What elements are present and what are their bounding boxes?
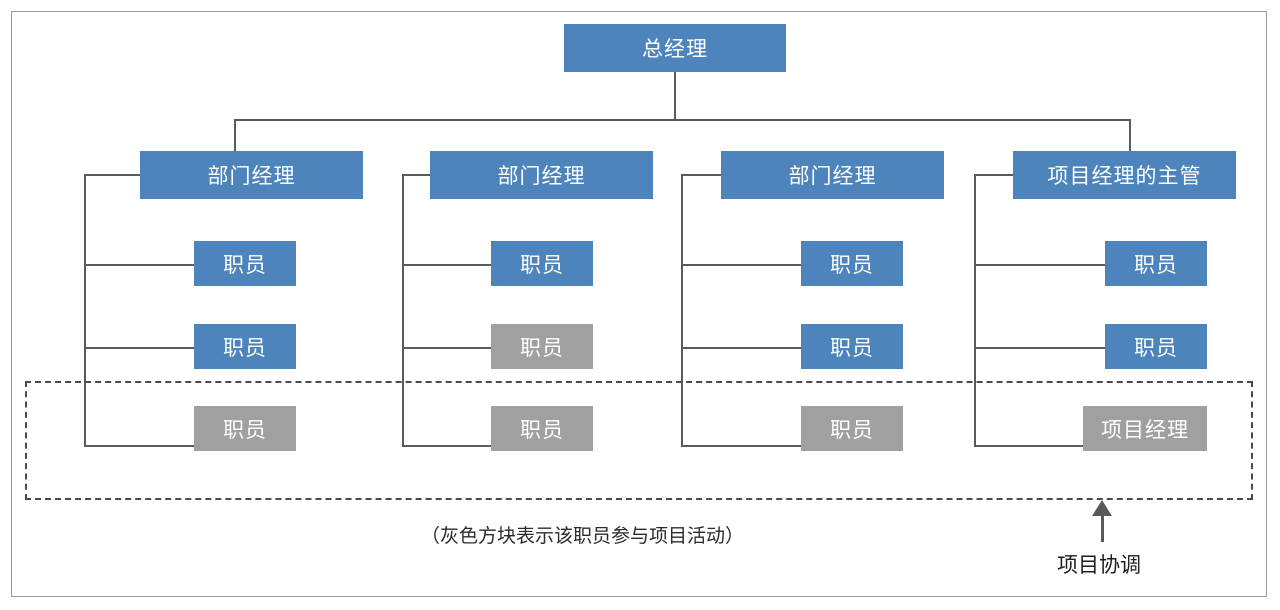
connector-top-drop — [674, 72, 676, 119]
connector-branch-col2-report3 — [402, 445, 492, 447]
node-label: 职员 — [830, 418, 874, 442]
node-col2-report-1[interactable]: 职员 — [491, 241, 593, 286]
connector-branch-col2-report2 — [402, 347, 492, 349]
project-coordination-label: 项目协调 — [1057, 554, 1141, 577]
node-label: 职员 — [223, 336, 267, 360]
connector-bus-drop-col1 — [234, 119, 236, 175]
connector-spine-col3 — [681, 174, 683, 446]
node-col2-report-3[interactable]: 职员 — [491, 406, 593, 451]
connector-branch-col1-report2 — [84, 347, 196, 349]
node-label: 职员 — [1134, 336, 1178, 360]
node-col1-report-3[interactable]: 职员 — [194, 406, 296, 451]
node-col3-report-1[interactable]: 职员 — [801, 241, 903, 286]
connector-branch-col3-report2 — [681, 347, 803, 349]
node-col3-head[interactable]: 部门经理 — [721, 151, 944, 199]
node-col1-report-2[interactable]: 职员 — [194, 324, 296, 369]
node-col2-report-2[interactable]: 职员 — [491, 324, 593, 369]
node-label: 职员 — [520, 418, 564, 442]
node-label: 职员 — [830, 336, 874, 360]
diagram-frame — [11, 11, 1267, 597]
legend-caption: （灰色方块表示该职员参与项目活动） — [421, 526, 745, 547]
connector-spine-col4 — [974, 174, 976, 446]
node-col1-report-1[interactable]: 职员 — [194, 241, 296, 286]
node-label: 职员 — [830, 253, 874, 277]
connector-branch-col1-report3 — [84, 445, 196, 447]
up-arrow-icon — [1092, 500, 1112, 516]
node-col1-head[interactable]: 部门经理 — [140, 151, 363, 199]
connector-branch-col4-report3 — [974, 445, 1106, 447]
node-label: 部门经理 — [788, 165, 877, 188]
connector-branch-col1-report1 — [84, 264, 196, 266]
node-general-manager[interactable]: 总经理 — [564, 24, 786, 72]
connector-branch-col2-head — [402, 174, 434, 176]
connector-branch-col4-report2 — [974, 347, 1106, 349]
connector-branch-col4-report1 — [974, 264, 1106, 266]
connector-bus-drop-col4 — [1129, 119, 1131, 175]
node-label: 总经理 — [642, 38, 708, 61]
connector-branch-col1-head — [84, 174, 146, 176]
node-col4-head[interactable]: 项目经理的主管 — [1013, 151, 1236, 199]
connector-branch-col3-head — [681, 174, 725, 176]
node-col3-report-3[interactable]: 职员 — [801, 406, 903, 451]
node-col4-report-2[interactable]: 职员 — [1105, 324, 1207, 369]
connector-spine-col2 — [402, 174, 404, 446]
node-col4-report-1[interactable]: 职员 — [1105, 241, 1207, 286]
project-coordination-arrow-shaft — [1101, 515, 1104, 542]
node-label: 职员 — [520, 336, 564, 360]
node-label: 职员 — [520, 253, 564, 277]
connector-manager-bus — [234, 119, 1131, 121]
connector-spine-col1 — [84, 174, 86, 446]
connector-branch-col4-head — [974, 174, 1016, 176]
node-label: 职员 — [1134, 253, 1178, 277]
project-team-group-region — [25, 381, 1253, 500]
node-col4-report-3[interactable]: 项目经理 — [1083, 406, 1207, 451]
connector-branch-col3-report3 — [681, 445, 803, 447]
node-col2-head[interactable]: 部门经理 — [430, 151, 653, 199]
node-label: 职员 — [223, 253, 267, 277]
node-label: 职员 — [223, 418, 267, 442]
node-label: 项目经理 — [1101, 418, 1189, 442]
node-col3-report-2[interactable]: 职员 — [801, 324, 903, 369]
connector-branch-col2-report1 — [402, 264, 492, 266]
node-label: 部门经理 — [497, 165, 586, 188]
connector-branch-col3-report1 — [681, 264, 803, 266]
node-label: 项目经理的主管 — [1047, 165, 1202, 188]
node-label: 部门经理 — [207, 165, 296, 188]
